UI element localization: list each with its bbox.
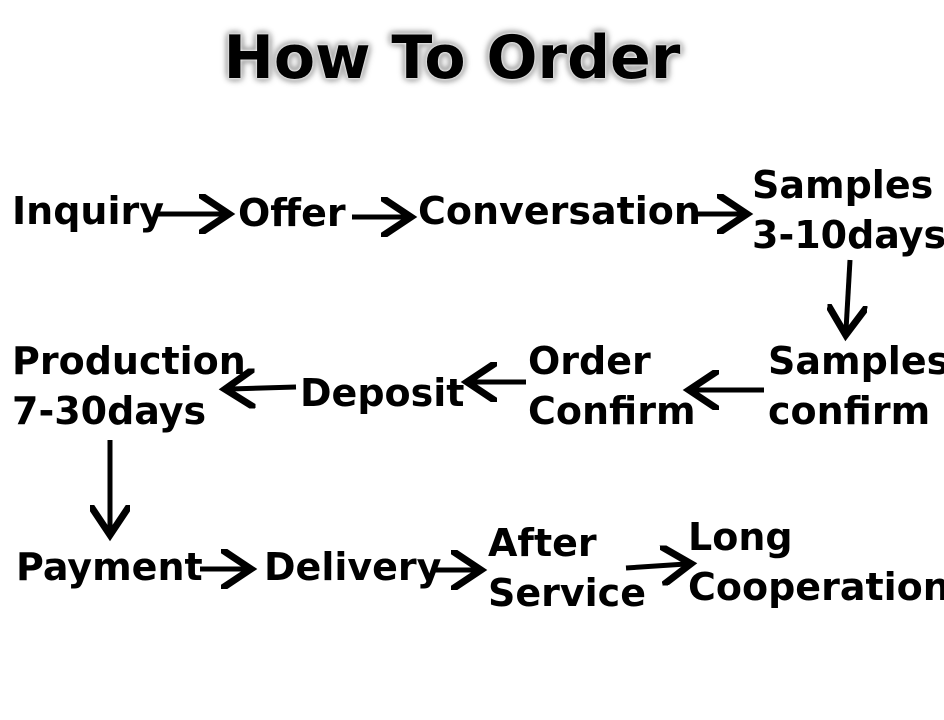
step-offer: Offer bbox=[238, 188, 346, 238]
step-conversation: Conversation bbox=[418, 186, 701, 236]
step-samples-confirm-line-1: Samples bbox=[768, 339, 944, 383]
step-order-confirm-line-2: Confirm bbox=[528, 389, 696, 433]
step-payment-label: Payment bbox=[16, 545, 203, 589]
step-long-cooperation-line-2: Cooperation bbox=[688, 565, 944, 609]
arrow-samples-to-samples-confirm-icon bbox=[846, 259, 850, 330]
step-production-line-1: Production bbox=[12, 339, 246, 383]
step-production-line-2: 7-30days bbox=[12, 389, 207, 433]
arrow-after-service-to-long-cooperation-icon bbox=[625, 564, 686, 568]
step-after-service-line-2: Service bbox=[488, 571, 646, 615]
step-long-cooperation: Long Cooperation bbox=[688, 512, 944, 612]
step-payment: Payment bbox=[16, 542, 203, 592]
step-samples-line-1: Samples bbox=[752, 163, 934, 207]
step-samples-confirm: Samples confirm bbox=[768, 336, 944, 436]
step-order-confirm-line-1: Order bbox=[528, 339, 651, 383]
step-inquiry-label: Inquiry bbox=[12, 189, 164, 233]
step-deposit-label: Deposit bbox=[300, 371, 465, 415]
step-long-cooperation-line-1: Long bbox=[688, 515, 793, 559]
step-conversation-label: Conversation bbox=[418, 189, 701, 233]
step-order-confirm: Order Confirm bbox=[528, 336, 696, 436]
step-after-service: After Service bbox=[488, 518, 646, 618]
diagram-title: How To Order bbox=[223, 23, 681, 93]
step-production: Production 7-30days bbox=[12, 336, 246, 436]
step-deposit: Deposit bbox=[300, 368, 464, 418]
step-delivery-label: Delivery bbox=[264, 545, 442, 589]
step-samples-confirm-line-2: confirm bbox=[768, 389, 931, 433]
step-after-service-line-1: After bbox=[488, 521, 597, 565]
step-samples: Samples 3-10days bbox=[752, 160, 944, 260]
arrow-deposit-to-production-icon bbox=[230, 387, 297, 389]
step-delivery: Delivery bbox=[264, 542, 441, 592]
step-inquiry: Inquiry bbox=[12, 186, 164, 236]
step-offer-label: Offer bbox=[238, 191, 346, 235]
step-samples-line-2: 3-10days bbox=[752, 213, 944, 257]
